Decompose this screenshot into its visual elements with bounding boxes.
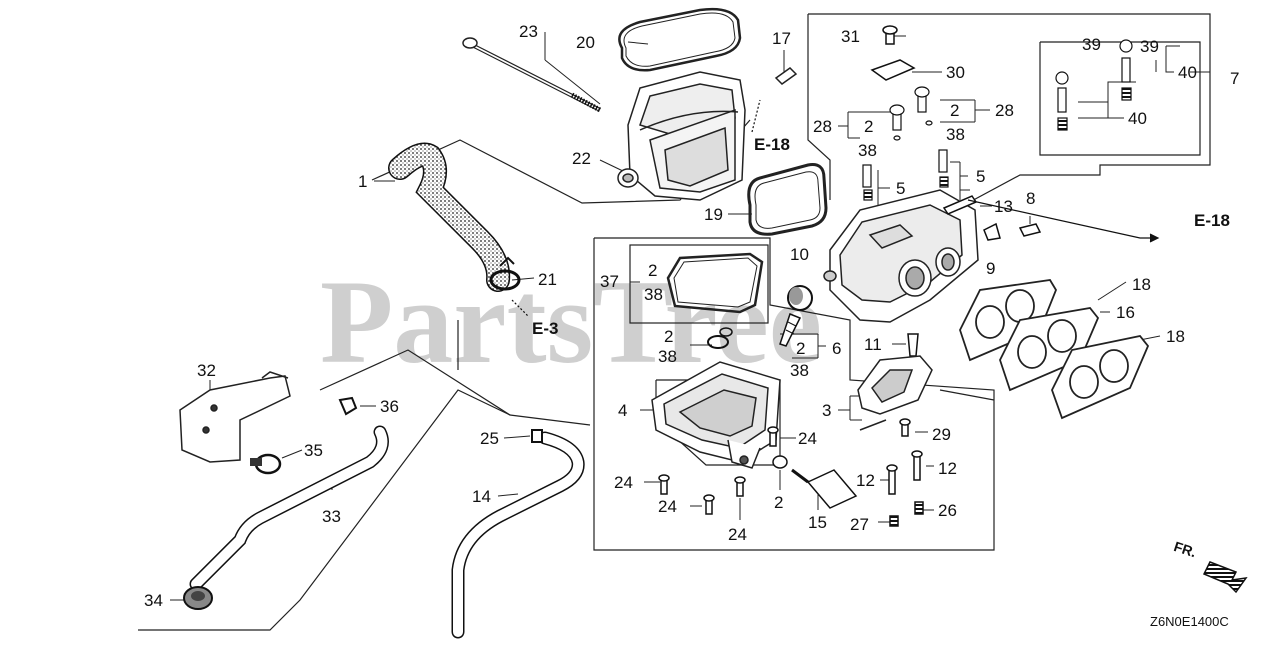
callout-28b: 28: [995, 101, 1014, 120]
callout-12a: 12: [856, 471, 875, 490]
callout-40b: 40: [1128, 109, 1147, 128]
callout-21: 21: [538, 270, 557, 289]
small-clip-part: [338, 396, 358, 416]
callout-13: 13: [994, 197, 1013, 216]
tube-clip-part: [531, 429, 543, 443]
clip-part: [250, 453, 282, 475]
breather-hose-part: [388, 142, 511, 292]
callout-5a: 5: [896, 179, 905, 198]
gasket-part: [747, 163, 828, 236]
front-label: FR.: [1172, 538, 1198, 560]
callout-15: 15: [808, 513, 827, 532]
hose-clamp-part: [489, 256, 521, 291]
ref-e3: E-3: [532, 319, 558, 338]
callout-2a: 2: [864, 117, 873, 136]
callout-5b: 5: [976, 167, 985, 186]
callout-2d: 2: [648, 261, 657, 280]
callout-37: 37: [600, 272, 619, 291]
ref-e18-top: E-18: [754, 135, 790, 154]
callout-39a: 39: [1082, 35, 1101, 54]
callout-26: 26: [938, 501, 957, 520]
fuel-solenoid-part: [772, 455, 858, 509]
fuel-cap-part: [183, 586, 213, 610]
callout-32: 32: [197, 361, 216, 380]
diagram-code: Z6N0E1400C: [1150, 614, 1229, 629]
callout-29: 29: [932, 425, 951, 444]
callout-23: 23: [519, 22, 538, 41]
bolts-part: [658, 418, 924, 527]
callout-30: 30: [946, 63, 965, 82]
jet-cap-part: [787, 285, 813, 311]
callout-36: 36: [380, 397, 399, 416]
tube-part: [451, 431, 585, 639]
float-part: [857, 355, 933, 431]
callout-2c: 2: [796, 339, 805, 358]
callout-38c: 38: [790, 361, 809, 380]
callout-24a: 24: [798, 429, 817, 448]
ref-e18-right: E-18: [1194, 211, 1230, 230]
callout-17: 17: [772, 29, 791, 48]
carburetor-body-part: [823, 189, 979, 323]
callout-38e: 38: [658, 347, 677, 366]
callout-12b: 12: [938, 459, 957, 478]
callout-28a: 28: [813, 117, 832, 136]
callout-38b: 38: [946, 125, 965, 144]
callout-38a: 38: [858, 141, 877, 160]
callout-11: 11: [864, 335, 882, 354]
intake-gaskets-part: [959, 279, 1150, 420]
callout-34: 34: [144, 591, 163, 610]
long-bolt-part: [462, 37, 602, 113]
air-cleaner-base-part: [617, 71, 746, 201]
callout-24b: 24: [614, 473, 633, 492]
o-ring-part: [707, 327, 733, 349]
callout-19: 19: [704, 205, 723, 224]
float-bowl-part: [651, 361, 781, 469]
front-direction-arrow: FR.: [1172, 538, 1248, 594]
cover-plate-part: [870, 25, 916, 81]
callout-4: 4: [618, 401, 627, 420]
callout-39b: 39: [1140, 37, 1159, 56]
callout-2f: 2: [774, 493, 783, 512]
callout-7: 7: [1230, 69, 1239, 88]
callout-38d: 38: [644, 285, 663, 304]
callout-27: 27: [850, 515, 869, 534]
callout-33: 33: [322, 507, 341, 526]
callout-8: 8: [1026, 189, 1035, 208]
float-gasket-part: [666, 252, 764, 314]
callout-40a: 40: [1178, 63, 1197, 82]
callout-10: 10: [790, 245, 809, 264]
bracket-plate-part: [179, 371, 291, 463]
adjust-screw-part: [779, 313, 802, 347]
callout-14: 14: [472, 487, 491, 506]
callout-20: 20: [576, 33, 595, 52]
watermark: PartsTree: [320, 255, 822, 388]
callout-2e: 2: [664, 327, 673, 346]
air-cleaner-gasket-part: [618, 7, 742, 72]
pin-part: [774, 67, 798, 85]
fuel-tube-part: [189, 425, 389, 591]
callout-16: 16: [1116, 303, 1135, 322]
callout-18b: 18: [1166, 327, 1185, 346]
callout-9: 9: [986, 259, 995, 278]
callout-24c: 24: [658, 497, 677, 516]
callout-31: 31: [841, 27, 860, 46]
callout-18a: 18: [1132, 275, 1151, 294]
callout-1: 1: [358, 172, 367, 191]
callout-24d: 24: [728, 525, 747, 544]
callout-2b: 2: [950, 101, 959, 120]
callout-25: 25: [480, 429, 499, 448]
needle-pin-part: [907, 333, 919, 357]
reference-arrows: [511, 99, 1160, 317]
callout-6: 6: [832, 339, 841, 358]
callout-3: 3: [822, 401, 831, 420]
callout-35: 35: [304, 441, 323, 460]
callout-22: 22: [572, 149, 591, 168]
pilot-screws-part: [862, 39, 1133, 201]
callout-labels: 23 20 17 22 19 1 21 E-18 E-18 E-3 31 30 …: [144, 22, 1239, 629]
